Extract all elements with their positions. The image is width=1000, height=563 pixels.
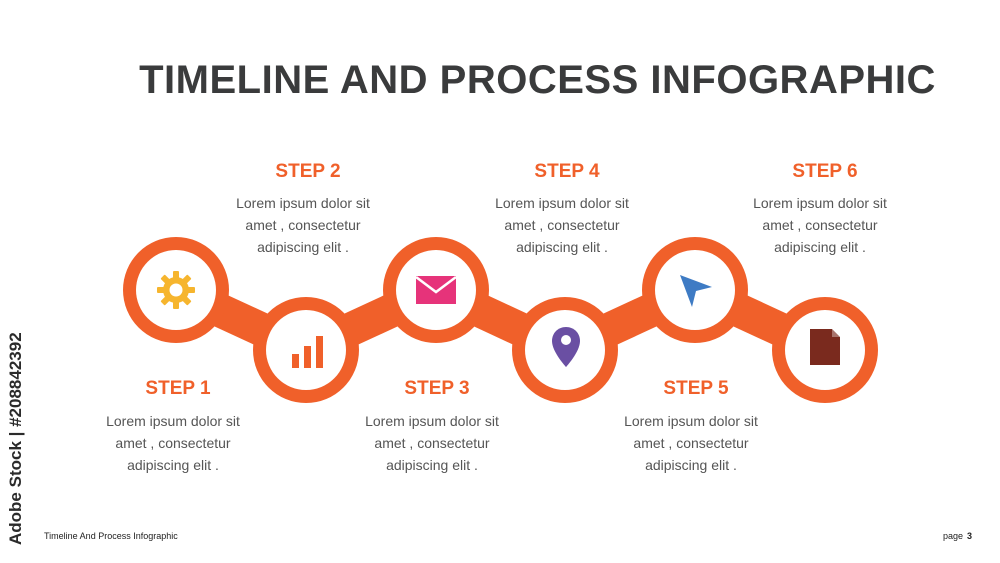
step-2-line-2: amet , consectetur (245, 217, 361, 233)
step-6-description: Lorem ipsum dolor sit amet , consectetur… (720, 192, 920, 258)
step-3-line-1: Lorem ipsum dolor sit (365, 413, 499, 429)
step-3-line-3: adipiscing elit . (386, 457, 478, 473)
step-3-line-2: amet , consectetur (374, 435, 490, 451)
step-4-line-3: adipiscing elit . (516, 239, 608, 255)
step-4-line-1: Lorem ipsum dolor sit (495, 195, 629, 211)
step-6-line-1: Lorem ipsum dolor sit (753, 195, 887, 211)
footer-page-number: 3 (966, 531, 972, 541)
step-5-label: STEP 5 (663, 378, 729, 399)
location-pin-icon (542, 323, 590, 371)
step-1-line-1: Lorem ipsum dolor sit (106, 413, 240, 429)
step-1-line-2: amet , consectetur (115, 435, 231, 451)
mail-icon (412, 266, 460, 314)
step-3-description: Lorem ipsum dolor sit amet , consectetur… (332, 410, 532, 476)
step-2-description: Lorem ipsum dolor sit amet , consectetur… (203, 192, 403, 258)
step-5-line-3: adipiscing elit . (645, 457, 737, 473)
step-2-line-1: Lorem ipsum dolor sit (236, 195, 370, 211)
send-arrow-icon (671, 266, 719, 314)
step-2-line-3: adipiscing elit . (257, 239, 349, 255)
step-4-label: STEP 4 (534, 161, 600, 182)
step-4-line-2: amet , consectetur (504, 217, 620, 233)
step-6-line-2: amet , consectetur (762, 217, 878, 233)
step-1-label: STEP 1 (145, 378, 211, 399)
step-1-description: Lorem ipsum dolor sit amet , consectetur… (73, 410, 273, 476)
footer-page-label: page (942, 531, 963, 541)
stock-watermark: Adobe Stock | #208842392 (6, 305, 32, 545)
step-6-label: STEP 6 (792, 161, 858, 182)
page-title: TIMELINE AND PROCESS INFOGRAPHIC (139, 58, 936, 102)
watermark-text: Adobe Stock | #208842392 (6, 332, 25, 545)
step-5-description: Lorem ipsum dolor sit amet , consectetur… (591, 410, 791, 476)
step-5-line-1: Lorem ipsum dolor sit (624, 413, 758, 429)
step-4-description: Lorem ipsum dolor sit amet , consectetur… (462, 192, 662, 258)
step-2-label: STEP 2 (275, 161, 341, 182)
gear-icon (152, 266, 200, 314)
step-6-line-3: adipiscing elit . (774, 239, 866, 255)
footer-title: Timeline And Process Infographic (44, 531, 178, 541)
document-icon (801, 323, 849, 371)
step-5-line-2: amet , consectetur (633, 435, 749, 451)
step-1-line-3: adipiscing elit . (127, 457, 219, 473)
bar-chart-icon (284, 326, 332, 374)
step-3-label: STEP 3 (404, 378, 470, 399)
